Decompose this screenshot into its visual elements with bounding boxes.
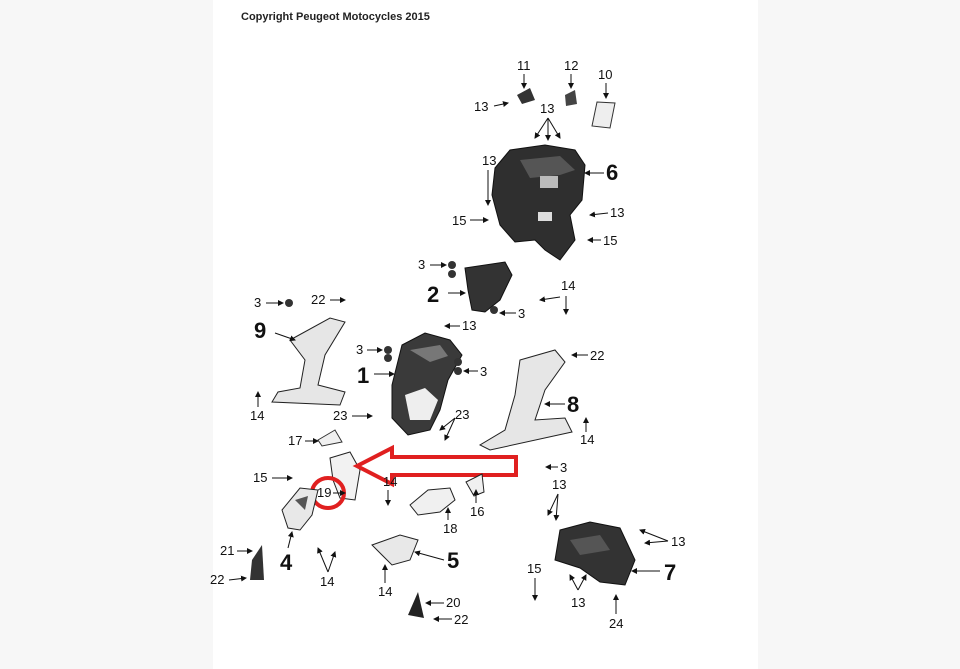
label-part-16: 16 <box>470 504 484 519</box>
label-part-24: 24 <box>609 616 623 631</box>
part-9-left-side-panel[interactable] <box>271 317 346 406</box>
label-part-11: 11 <box>517 58 531 73</box>
part-4-lower-fairing[interactable] <box>281 487 319 531</box>
label-part-19: 19 <box>317 485 331 500</box>
part-12-bracket[interactable] <box>565 90 577 106</box>
part-16-trim[interactable] <box>465 473 485 497</box>
label-part-1: 1 <box>357 363 369 388</box>
part-21-clip[interactable] <box>250 545 264 580</box>
label-22-c: 22 <box>210 572 224 587</box>
label-part-21: 21 <box>220 543 234 558</box>
label-22-d: 22 <box>454 612 468 627</box>
label-14-d: 14 <box>383 474 397 489</box>
label-part-8: 8 <box>567 392 579 417</box>
label-3-f: 3 <box>560 460 567 475</box>
label-14-c: 14 <box>580 432 594 447</box>
label-13-f: 13 <box>552 477 566 492</box>
part-5-cover[interactable] <box>371 534 419 566</box>
label-15-c: 15 <box>253 470 267 485</box>
label-3-c: 3 <box>356 342 363 357</box>
label-14-b: 14 <box>250 408 264 423</box>
label-13-e: 13 <box>462 318 476 333</box>
highlight-arrow <box>352 444 518 488</box>
label-13-a: 13 <box>474 99 488 114</box>
label-part-18: 18 <box>443 521 457 536</box>
label-14-a: 14 <box>561 278 575 293</box>
label-3-d: 3 <box>480 364 487 379</box>
label-15-a: 15 <box>452 213 466 228</box>
label-15-d: 15 <box>527 561 541 576</box>
part-10-label-sticker[interactable] <box>591 101 616 129</box>
label-3-a: 3 <box>418 257 425 272</box>
label-13-b: 13 <box>540 101 554 116</box>
part-20-clip[interactable] <box>408 592 424 618</box>
label-13-d: 13 <box>610 205 624 220</box>
label-part-4: 4 <box>280 550 293 575</box>
label-part-12: 12 <box>564 58 578 73</box>
part-2-bracket[interactable] <box>464 261 513 313</box>
label-part-6: 6 <box>606 160 618 185</box>
label-23-a: 23 <box>333 408 347 423</box>
part-8-right-side-panel[interactable] <box>478 349 573 451</box>
part-11-clip[interactable] <box>517 88 535 104</box>
label-3-e: 3 <box>254 295 261 310</box>
copyright-notice: Copyright Peugeot Motocycles 2015 <box>241 11 430 23</box>
part-1-front-shield[interactable] <box>391 332 463 436</box>
label-14-e: 14 <box>320 574 334 589</box>
label-part-17: 17 <box>288 433 302 448</box>
part-18-mirror-cover[interactable] <box>409 487 456 516</box>
label-13-g: 13 <box>671 534 685 549</box>
label-3-b: 3 <box>518 306 525 321</box>
label-15-b: 15 <box>603 233 617 248</box>
label-part-5: 5 <box>447 548 459 573</box>
label-23-b: 23 <box>455 407 469 422</box>
label-part-7: 7 <box>664 560 676 585</box>
label-part-10: 10 <box>598 67 612 82</box>
label-22-b: 22 <box>590 348 604 363</box>
label-part-9: 9 <box>254 318 266 343</box>
label-part-2: 2 <box>427 282 439 307</box>
label-13-c: 13 <box>482 153 496 168</box>
label-part-20: 20 <box>446 595 460 610</box>
label-13-h: 13 <box>571 595 585 610</box>
label-14-f: 14 <box>378 584 392 599</box>
part-7-underbody[interactable] <box>554 521 636 586</box>
part-6-inner-panel[interactable] <box>491 144 586 261</box>
label-22-a: 22 <box>311 292 325 307</box>
part-17-trim[interactable] <box>317 429 343 447</box>
